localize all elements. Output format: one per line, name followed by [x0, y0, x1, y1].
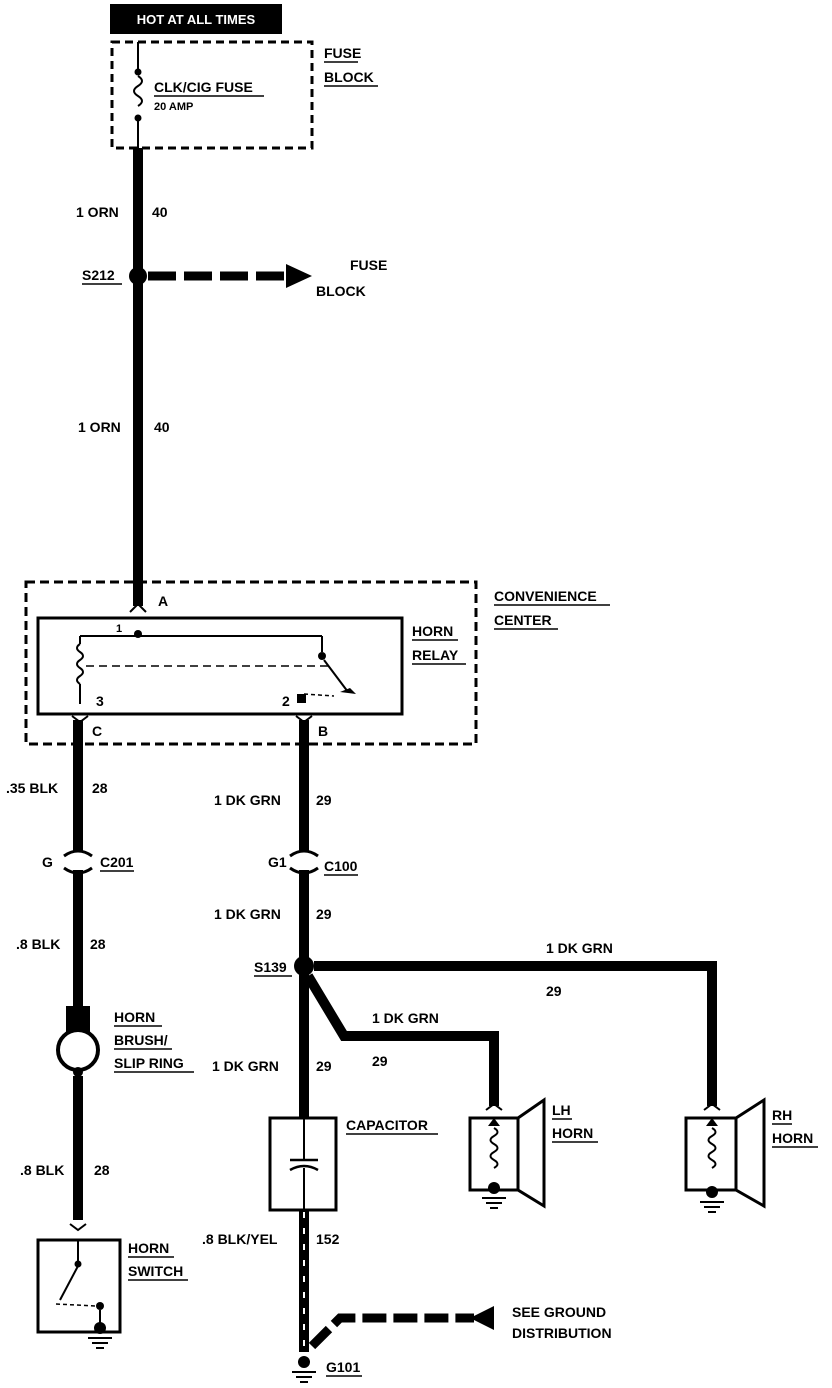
orn-wire-gauge-2: 1 ORN — [78, 419, 121, 435]
g1-connector-label: G1 — [268, 854, 287, 870]
see-ground-label-2: DISTRIBUTION — [512, 1325, 612, 1341]
horn-relay-title-2: RELAY — [412, 647, 459, 663]
lh-horn-terminal-icon — [485, 1102, 503, 1111]
blk-wire-gauge-1: .35 BLK — [6, 780, 58, 796]
blk-wire-gauge-2: .8 BLK — [16, 936, 60, 952]
lh-horn-label-2: HORN — [552, 1125, 593, 1141]
relay-pin-2: 2 — [282, 693, 290, 709]
orn-wire-circuit-2: 40 — [154, 419, 170, 435]
rh-horn-box — [684, 1116, 738, 1192]
c201-connector-icon — [63, 849, 93, 875]
horn-switch-icon — [55, 1240, 112, 1349]
fuse-icon — [133, 42, 143, 148]
fuse-block-box — [110, 40, 314, 150]
capacitor-wire-gauge: 1 DK GRN — [212, 1058, 279, 1074]
blk-wire-circuit-3: 28 — [94, 1162, 110, 1178]
s212-dest-1: FUSE — [350, 257, 387, 273]
dk-grn-wire-gauge-2: 1 DK GRN — [214, 906, 281, 922]
fuse-name: CLK/CIG FUSE — [154, 79, 253, 95]
brush-label-3: SLIP RING — [114, 1055, 184, 1071]
rh-wire-circuit: 29 — [546, 983, 562, 999]
brush-label-2: BRUSH/ — [114, 1032, 168, 1048]
s139-label: S139 — [254, 959, 287, 975]
pin-c-label: C — [92, 723, 102, 739]
horn-switch-terminal-icon — [69, 1223, 87, 1232]
pin-a-label: A — [158, 593, 168, 609]
hot-at-all-times-label: HOT AT ALL TIMES — [137, 12, 256, 27]
horn-relay-box — [36, 616, 404, 716]
horn-brush-icon — [66, 1006, 90, 1032]
rh-horn-wire — [314, 961, 717, 1106]
g101-ground-icon — [292, 1356, 316, 1383]
slip-ring-icon — [56, 1028, 100, 1072]
orn-wire-gauge-1: 1 ORN — [76, 204, 119, 220]
convenience-center-title-2: CENTER — [494, 612, 552, 628]
horn-switch-label-1: HORN — [128, 1240, 169, 1256]
fuse-rating: 20 AMP — [154, 101, 193, 113]
lh-wire-circuit: 29 — [372, 1053, 388, 1069]
horn-relay-title-1: HORN — [412, 623, 453, 639]
capacitor-wire-circuit: 29 — [316, 1058, 332, 1074]
s139-splice-dot — [294, 956, 314, 976]
g101-label: G101 — [326, 1359, 360, 1375]
s212-label: S212 — [82, 267, 115, 283]
convenience-center-title-1: CONVENIENCE — [494, 588, 597, 604]
dk-grn-wire-circuit-2: 29 — [316, 906, 332, 922]
slip-ring-dot — [73, 1067, 83, 1077]
c100-connector-icon — [289, 849, 319, 875]
g-connector-label: G — [42, 854, 53, 870]
relay-internals-icon — [71, 602, 356, 724]
convenience-center-box — [24, 580, 478, 746]
s212-splice-dot — [129, 267, 147, 285]
s212-dest-2: BLOCK — [316, 283, 366, 299]
pin-b-label: B — [318, 723, 328, 739]
dk-grn-wire-circuit-1: 29 — [316, 792, 332, 808]
rh-horn-label-2: HORN — [772, 1130, 813, 1146]
blk-wire-circuit-2: 28 — [90, 936, 106, 952]
blk-yel-wire-circuit: 152 — [316, 1231, 340, 1247]
lh-horn-bell-icon — [516, 1097, 546, 1209]
capacitor-label: CAPACITOR — [346, 1117, 428, 1133]
c100-label: C100 — [324, 858, 358, 874]
lh-horn-coil-icon — [482, 1118, 506, 1209]
blk-wire-gauge-3: .8 BLK — [20, 1162, 64, 1178]
lh-horn-wire — [303, 973, 499, 1106]
hot-at-all-times-banner — [110, 4, 282, 34]
rh-horn-terminal-icon — [703, 1102, 721, 1111]
ground-distribution-arrow-icon — [470, 1306, 494, 1330]
capacitor-icon — [289, 1118, 319, 1210]
see-ground-label-1: SEE GROUND — [512, 1304, 606, 1320]
rh-horn-coil-icon — [700, 1118, 724, 1213]
rh-wire-gauge: 1 DK GRN — [546, 940, 613, 956]
lh-wire-gauge: 1 DK GRN — [372, 1010, 439, 1026]
fuse-block-title-1: FUSE — [324, 45, 361, 61]
orn-wire-circuit-1: 40 — [152, 204, 168, 220]
fuse-block-title-2: BLOCK — [324, 69, 374, 85]
lh-horn-label-1: LH — [552, 1102, 571, 1118]
rh-horn-label-1: RH — [772, 1107, 792, 1123]
dk-grn-wire-gauge-1: 1 DK GRN — [214, 792, 281, 808]
blk-wire-circuit-1: 28 — [92, 780, 108, 796]
rh-horn-bell-icon — [734, 1097, 766, 1209]
ground-distribution-wire — [308, 1313, 474, 1350]
c201-label: C201 — [100, 854, 134, 870]
s212-arrow-icon — [286, 264, 312, 288]
relay-pin-3: 3 — [96, 693, 104, 709]
horn-switch-label-2: SWITCH — [128, 1263, 183, 1279]
blk-yel-wire-gauge: .8 BLK/YEL — [202, 1231, 278, 1247]
brush-label-1: HORN — [114, 1009, 155, 1025]
relay-pin-1: 1 — [116, 623, 122, 635]
